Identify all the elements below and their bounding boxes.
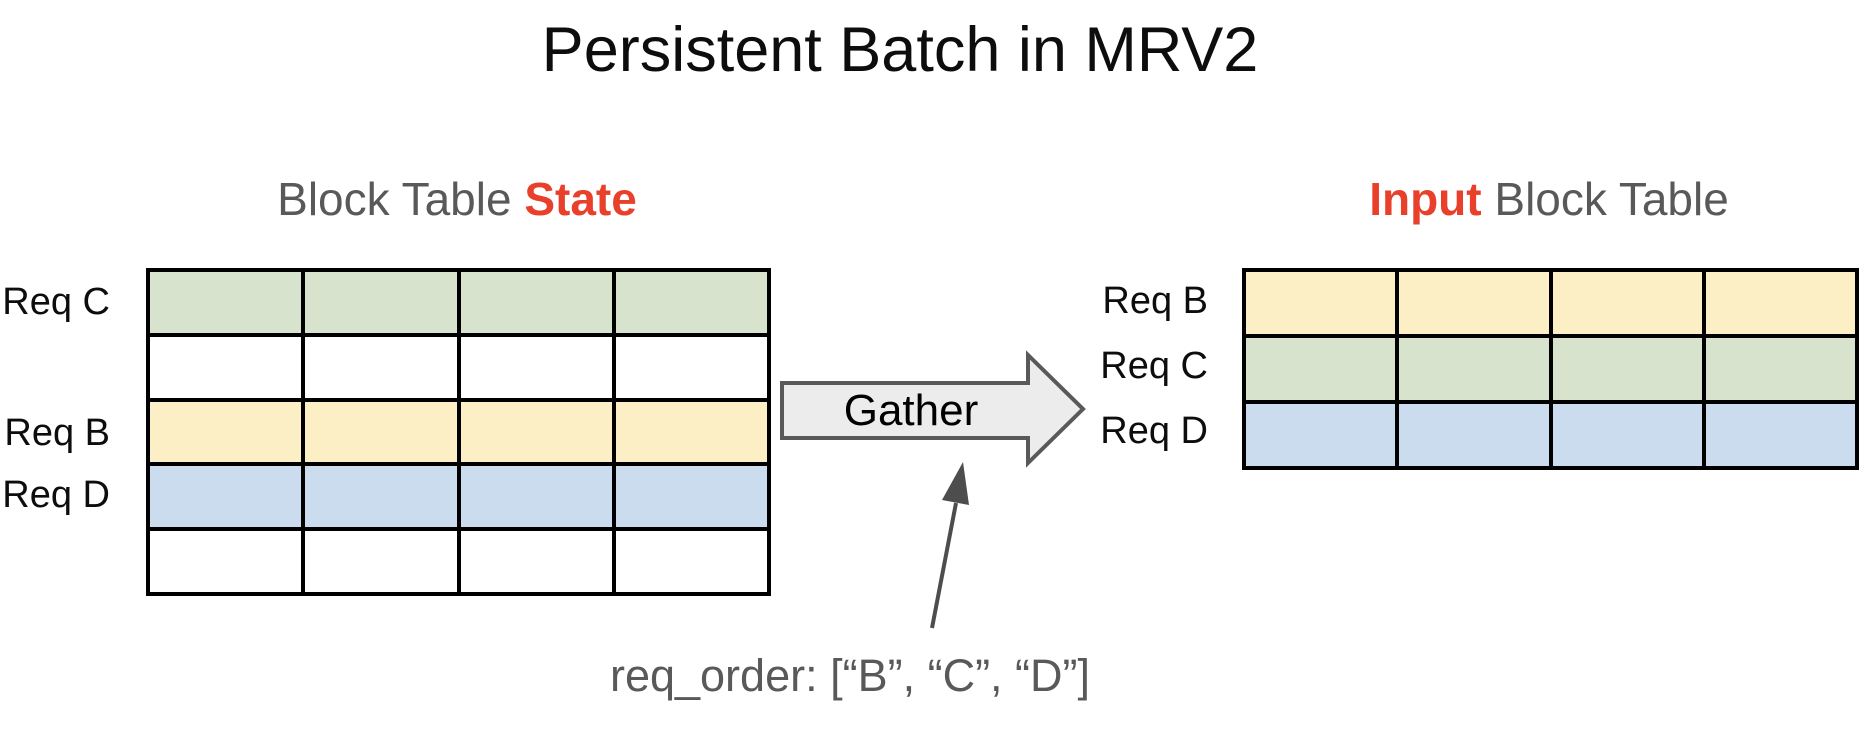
table-cell [458,334,614,400]
table-cell [148,399,304,465]
left-heading-highlight: State [524,173,637,225]
table-cell [613,464,769,530]
block-table-state [146,268,771,596]
annotation-arrow-line [930,502,958,629]
row-label-req-c: Req C [2,281,110,323]
table-cell [613,399,769,465]
input-block-table [1242,268,1859,470]
row-label-req-b: Req B [4,412,110,454]
row-label-req-d: Req D [2,474,110,516]
gather-arrow-label: Gather [843,386,979,435]
table-cell [1244,270,1398,336]
table-cell [1244,402,1398,468]
table-cell [1550,270,1704,336]
table-cell [148,464,304,530]
table-cell [1397,270,1551,336]
table-cell [148,270,304,335]
row-label-req-c: Req C [1100,345,1208,387]
table-cell [303,464,459,530]
table-row [1244,402,1857,468]
table-cell [148,334,304,400]
table-cell [458,464,614,530]
right-heading-suffix: Block Table [1481,173,1729,225]
table-cell [303,334,459,400]
table-cell [303,270,459,335]
table-cell [613,270,769,335]
right-table-heading: Input Block Table [1242,172,1856,226]
table-cell [458,399,614,465]
gather-arrow-shape [780,350,1086,468]
row-label-req-d: Req D [1100,410,1208,452]
table-cell [1397,402,1551,468]
table-cell [1550,336,1704,402]
table-row [148,399,769,465]
table-cell [1397,336,1551,402]
table-row [148,270,769,335]
page-title: Persistent Batch in MRV2 [541,15,1259,85]
left-heading-prefix: Block Table [277,173,525,225]
table-cell [1550,402,1704,468]
table-cell [303,529,459,594]
table-cell [613,529,769,594]
left-table-heading: Block Table State [146,172,768,226]
table-cell [303,399,459,465]
table-cell [148,529,304,594]
table-cell [1703,402,1857,468]
table-cell [458,529,614,594]
table-row [1244,270,1857,336]
right-heading-highlight: Input [1369,173,1482,225]
row-label-req-b: Req B [1102,280,1208,322]
table-cell [1703,336,1857,402]
table-cell [613,334,769,400]
req-order-annotation: req_order: [“B”, “C”, “D”] [609,650,1091,701]
table-cell [1703,270,1857,336]
annotation-arrow-head [942,462,969,505]
table-row [148,334,769,400]
table-cell [458,270,614,335]
table-row [148,464,769,530]
table-row [1244,336,1857,402]
table-cell [1244,336,1398,402]
table-row [148,529,769,594]
